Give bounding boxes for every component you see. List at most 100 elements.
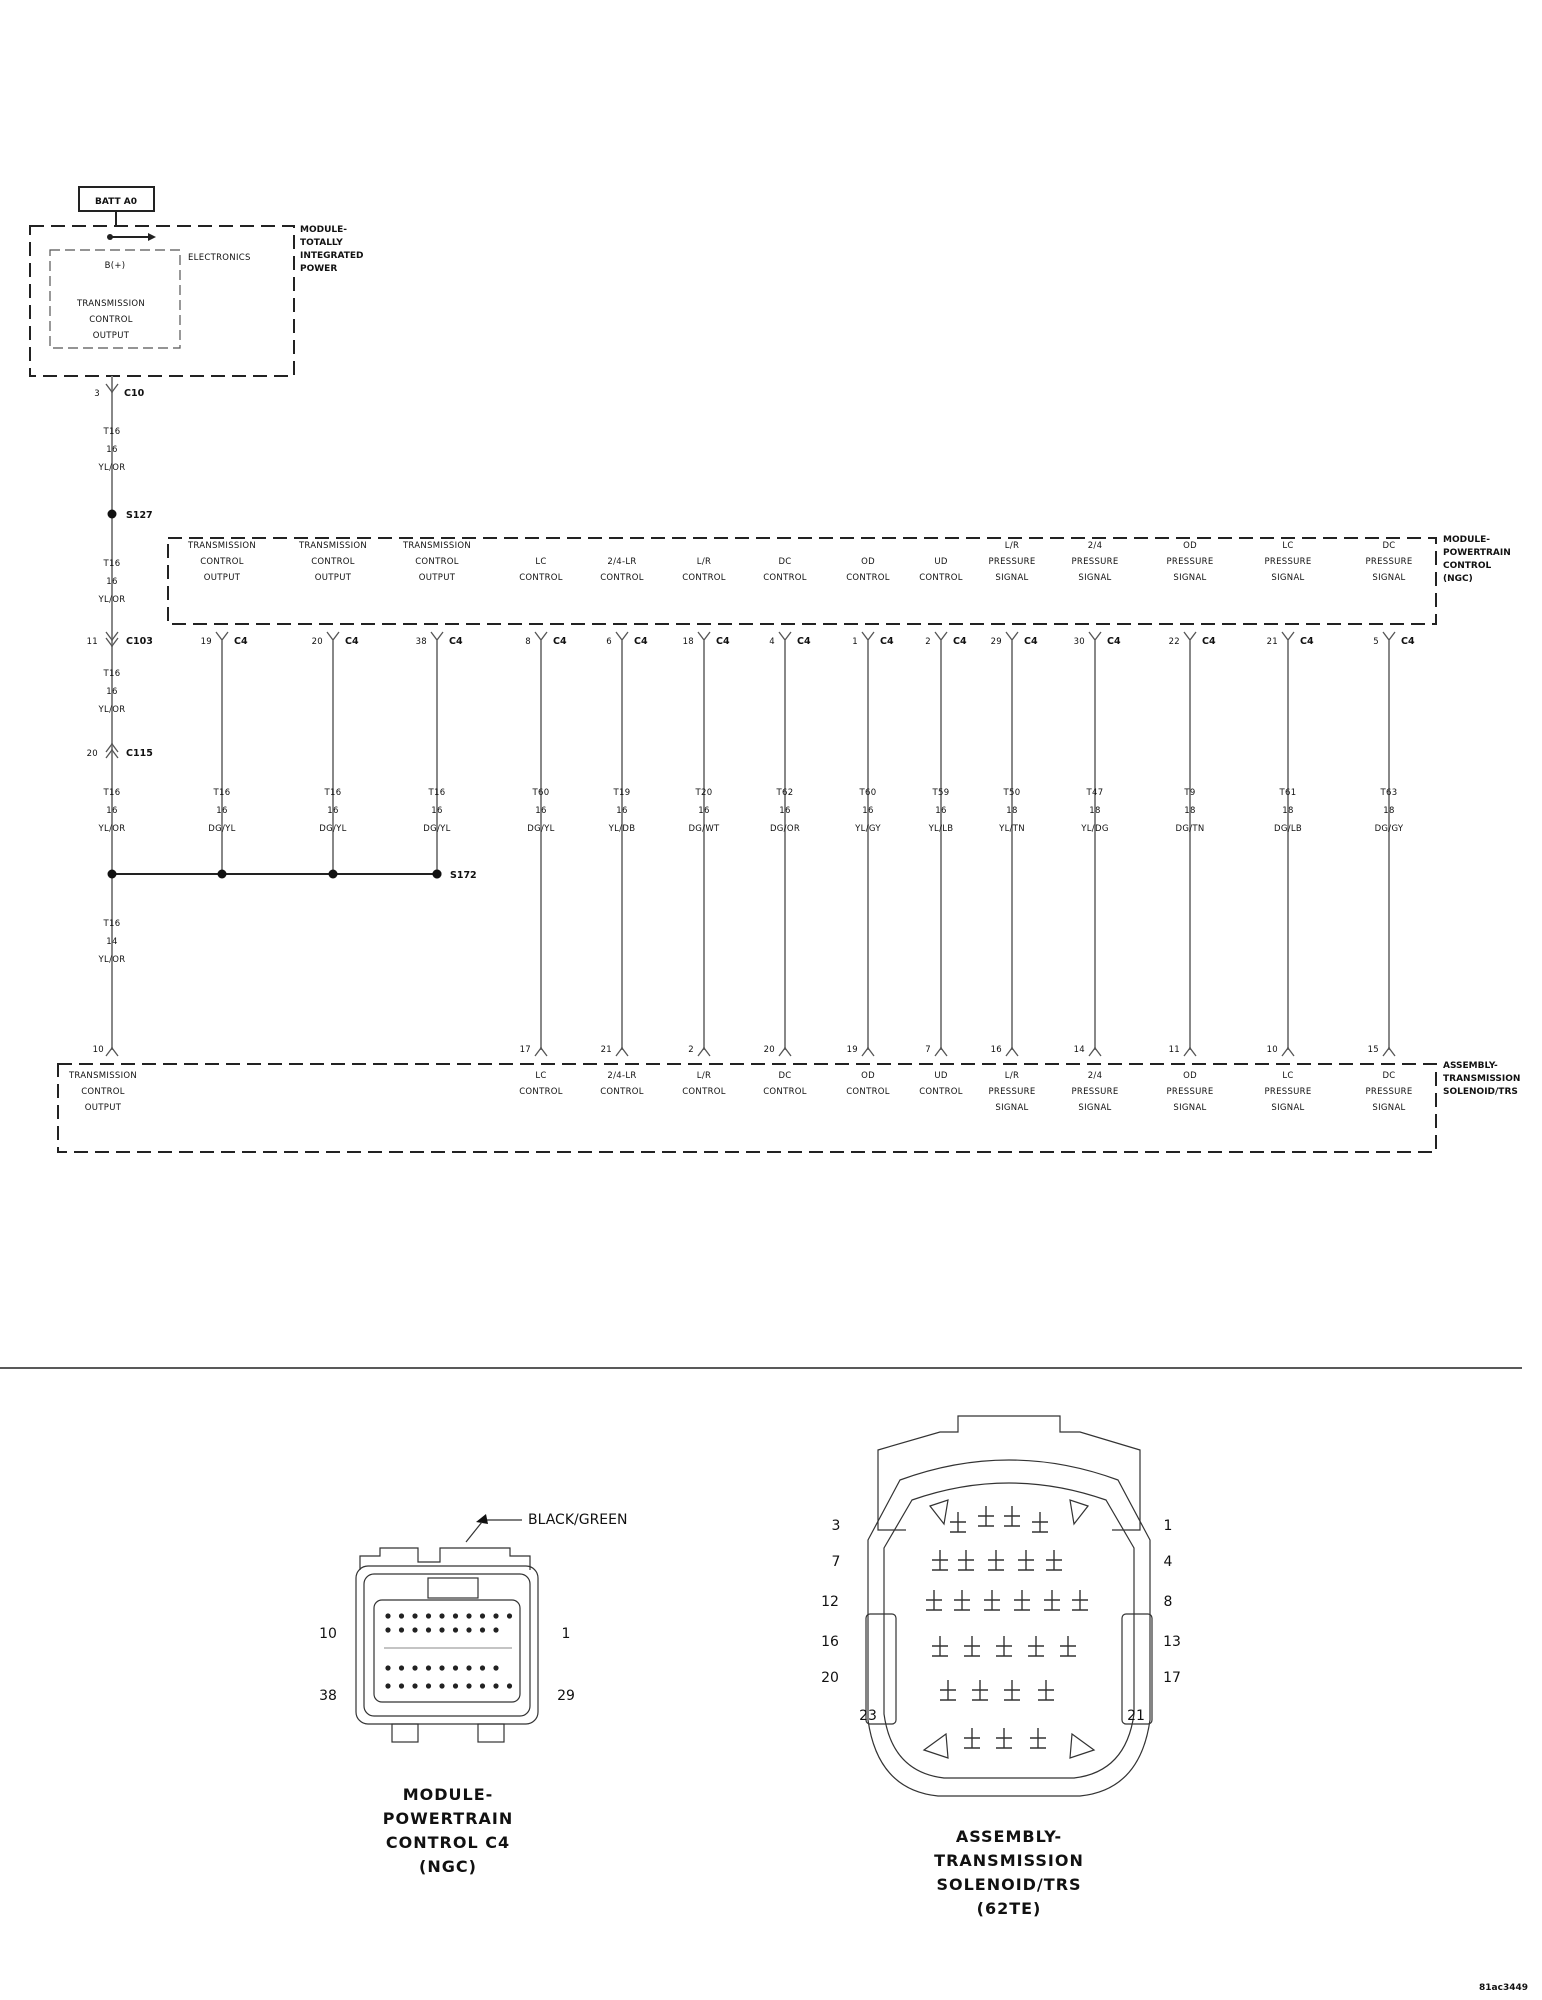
pcm-connector-label: C4 <box>1300 636 1314 647</box>
pcm-terminal <box>430 631 444 642</box>
pcm-view-caption-2: POWERTRAIN <box>383 1809 513 1828</box>
pin-cavity <box>398 1665 405 1671</box>
trs-pin-label: 2/4-LR <box>607 1071 636 1081</box>
wire-gauge: 16 <box>779 806 790 816</box>
pcm-pin-number: 8 <box>525 637 531 647</box>
terminal-cavity <box>1032 1512 1048 1533</box>
pcm-terminal <box>215 631 229 642</box>
pcm-pin-label: OD <box>1183 541 1197 551</box>
trs-pin-label: CONTROL <box>846 1087 890 1097</box>
pcm-pin-label: TRANSMISSION <box>298 541 367 551</box>
trs-terminal <box>1005 1046 1019 1057</box>
trs-pin-label: CONTROL <box>600 1087 644 1097</box>
splice-s127-dot <box>107 509 117 519</box>
pcm-pin-label: CONTROL <box>311 557 355 567</box>
wire-color: YL/GY <box>854 824 881 834</box>
wire-gauge: 16 <box>216 806 227 816</box>
pcm-terminal <box>615 631 629 642</box>
pin-cavity <box>506 1683 513 1689</box>
pin-cavity <box>385 1627 391 1633</box>
wire-gauge: 16 <box>862 806 873 816</box>
wire2b-circuit: T16 <box>103 669 121 679</box>
tipm-output-label-1: TRANSMISSION <box>76 299 145 309</box>
wire-color: DG/TN <box>1175 824 1204 834</box>
tipm-name-4: POWER <box>300 264 337 274</box>
trs-left-label-1: TRANSMISSION <box>68 1071 137 1081</box>
trs-terminal <box>1183 1046 1197 1057</box>
pcm-pin-number: 21 <box>1267 637 1278 647</box>
pin-cavity <box>479 1613 486 1619</box>
wire1-circuit: T16 <box>103 427 121 437</box>
keying-feature <box>1069 1732 1096 1759</box>
wire-circuit: T47 <box>1086 788 1104 798</box>
pcm-name-3: CONTROL <box>1443 561 1492 571</box>
pin-cavity <box>425 1627 432 1633</box>
terminal-cavity <box>978 1506 994 1527</box>
trs-pin-label: SIGNAL <box>1173 1103 1206 1113</box>
terminal-cavity <box>932 1550 948 1571</box>
pcm-name-1: MODULE- <box>1443 535 1490 545</box>
direction-arrow-icon <box>107 233 156 241</box>
wire-gauge: 16 <box>327 806 338 816</box>
pcm-pin-number: 20 <box>312 637 323 647</box>
trs-view-caption-3: SOLENOID/TRS <box>936 1875 1081 1894</box>
trs-name-3: SOLENOID/TRS <box>1443 1087 1518 1097</box>
wire-circuit: T59 <box>932 788 950 798</box>
trs-pin-number: 11 <box>1169 1045 1180 1055</box>
terminal-cavity <box>996 1728 1012 1749</box>
pcm-terminal <box>1005 631 1019 642</box>
pin-cavity <box>385 1613 391 1619</box>
pin-cavity <box>398 1683 405 1689</box>
pin-cavity <box>479 1683 486 1689</box>
pcm-view-callout: BLACK/GREEN <box>528 1512 627 1528</box>
terminal-cavity <box>1044 1590 1060 1611</box>
trs-pin-label: DC <box>1382 1071 1395 1081</box>
pcm-terminal <box>934 631 948 642</box>
figure-id: 81ac3449 <box>1479 1983 1528 1993</box>
pcm-pin-label: SIGNAL <box>1271 573 1304 583</box>
pin-cavity <box>412 1613 418 1619</box>
terminal-cavity <box>1030 1728 1046 1749</box>
wire1-color: YL/OR <box>98 463 126 473</box>
trs-pin-number: 16 <box>991 1045 1002 1055</box>
pcm-pin-number: 1 <box>852 637 858 647</box>
trs-view-pin-7: 7 <box>832 1554 841 1570</box>
wire-color: YL/TN <box>998 824 1025 834</box>
pcm-pin-label: LC <box>1282 541 1293 551</box>
pcm-pin-label: OD <box>861 557 875 567</box>
pcm-pin-label: DC <box>1382 541 1395 551</box>
trs-left-label-3: OUTPUT <box>85 1103 122 1113</box>
pcm-pin-number: 5 <box>1373 637 1379 647</box>
wire1-gauge: 16 <box>106 445 117 455</box>
wire-gauge: 16 <box>935 806 946 816</box>
trs-view-housing <box>867 1459 1151 1797</box>
wire-color: DG/YL <box>527 824 554 834</box>
pin-cavity <box>493 1665 499 1671</box>
pin-cavity <box>412 1665 418 1671</box>
terminal-cavity <box>972 1680 988 1701</box>
pcm-view-pin-29: 29 <box>557 1688 575 1704</box>
trs-view-pin-23: 23 <box>859 1708 877 1724</box>
trs-pin-label: CONTROL <box>682 1087 726 1097</box>
terminal-cavity <box>964 1728 980 1749</box>
terminal-cavity <box>932 1636 948 1657</box>
pin-cavity <box>425 1683 432 1689</box>
pcm-connector-label: C4 <box>1024 636 1038 647</box>
pcm-pin-number: 29 <box>991 637 1002 647</box>
wire-gauge: 16 <box>431 806 442 816</box>
terminal-cavity <box>1014 1590 1030 1611</box>
trs-pin-number: 2 <box>688 1045 694 1055</box>
trs-view-pin-8: 8 <box>1164 1594 1173 1610</box>
tipm-name-2: TOTALLY <box>300 238 343 248</box>
pcm-name-4: (NGC) <box>1443 574 1473 584</box>
pcm-terminal <box>1183 631 1197 642</box>
pcm-pin-label: CONTROL <box>763 573 807 583</box>
terminal-cavity <box>984 1590 1000 1611</box>
pcm-pin-label: DC <box>778 557 791 567</box>
trs-pin-label: PRESSURE <box>988 1087 1035 1097</box>
pin-cavity <box>439 1683 445 1689</box>
